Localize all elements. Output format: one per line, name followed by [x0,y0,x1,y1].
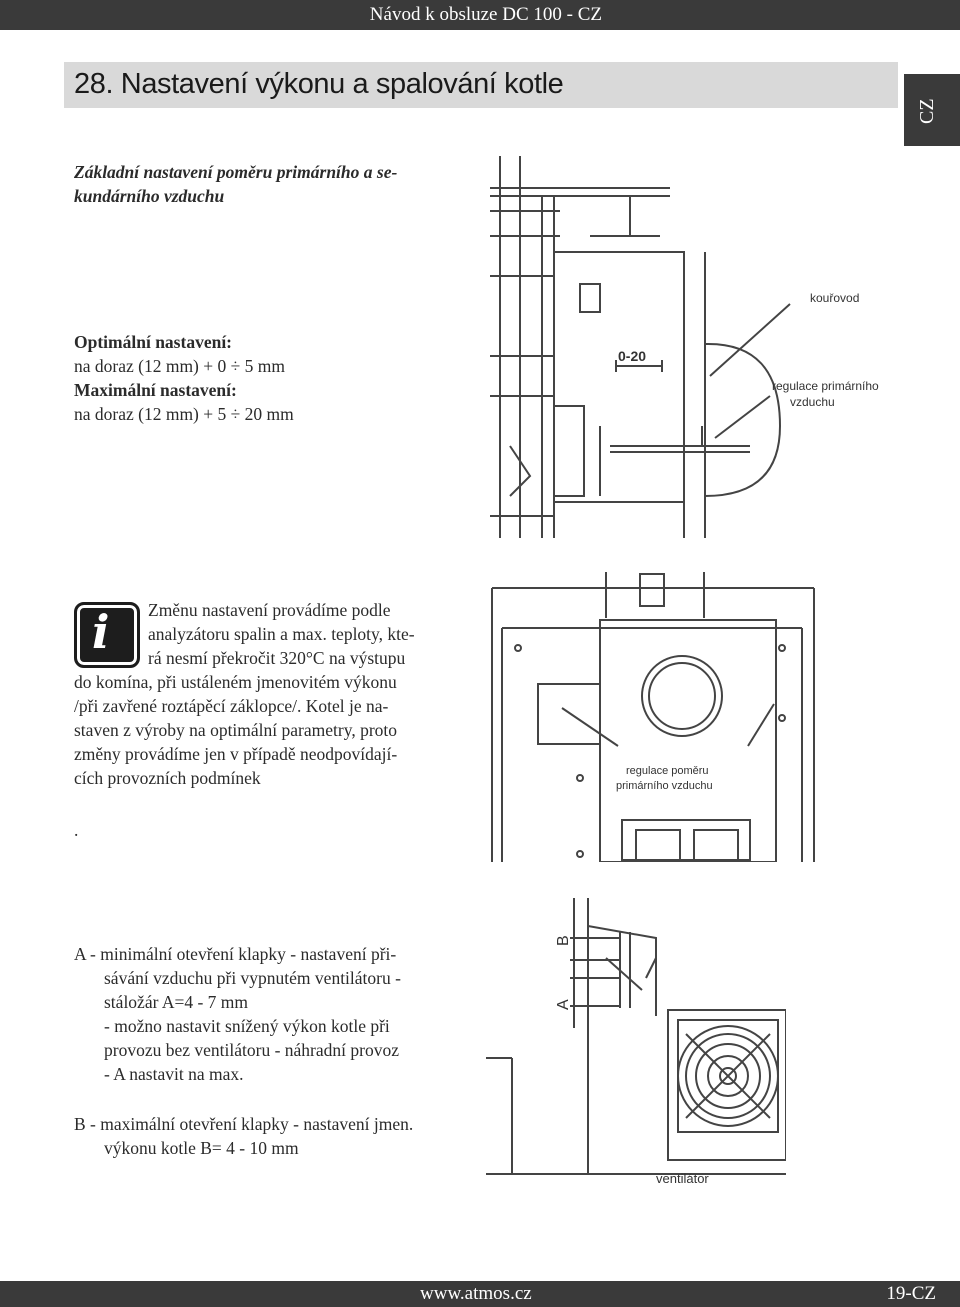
info-line7: změny provádíme jen v případě neodpovída… [74,744,398,764]
fan-flap-drawing: A B ventilátor [486,898,786,1186]
footer-url: www.atmos.cz [420,1283,532,1304]
ratio-label-line2: primárního vzduchu [616,780,713,792]
flap-a-line5: provozu bez ventilátoru - náhradní provo… [104,1040,399,1060]
gap-label: 0-20 [618,348,646,364]
info-line1: Změnu nastavení provádíme podle [148,600,391,620]
language-tab-label: CZ [916,98,938,124]
info-icon: i [74,602,140,668]
max-label: Maximální nastavení: [74,380,237,400]
info-line6: staven z výroby na optimální parametry, … [74,720,398,740]
info-line2: analyzátoru spalin a max. teploty, kte- [148,624,415,644]
page-number: 19-CZ [886,1283,936,1304]
dimension-b-label: B [555,935,572,946]
info-trailing-dot: . [74,820,79,840]
flap-a-line6: - A nastavit na max. [104,1064,244,1084]
flap-b-line1: B - maximální otevření klapky - nastaven… [74,1114,414,1134]
info-line8: cích provozních podmínek [74,768,261,788]
flap-b-line2: výkonu kotle B= 4 - 10 mm [104,1138,299,1158]
ratio-label-line1: regulace poměru [626,765,709,777]
primary-air-label-line2: vzduchu [790,395,835,409]
info-line4: do komína, při ustáleném jmenovitém výko… [74,672,397,692]
header-bar: Návod k obsluze DC 100 - CZ [0,0,960,30]
fan-label: ventilátor [656,1171,709,1186]
flue-label: kouřovod [810,291,859,305]
info-line3: rá nesmí překročit 320°C na výstupu [148,648,406,668]
document-title: Návod k obsluze DC 100 - CZ [369,4,602,25]
flap-a-line2: sávání vzduchu při vypnutém ventilátoru … [104,968,401,988]
dimension-a-label: A [555,999,572,1010]
flap-a-line1: A - minimální otevření klapky - nastaven… [74,944,397,964]
intro-heading-line2: kundárního vzduchu [74,186,225,206]
optimal-value: na doraz (12 mm) + 0 ÷ 5 mm [74,356,285,376]
intro-heading-line1: Základní nastavení poměru primárního a s… [74,162,398,182]
optimal-label: Optimální nastavení: [74,332,233,352]
section-title: 28. Nastavení výkonu a spalování kotle [74,68,564,100]
flap-a-line3: stáložár A=4 - 7 mm [104,992,249,1012]
primary-air-label-line1: regulace primárního [772,379,879,393]
section-heading-bar: 28. Nastavení výkonu a spalování kotle [64,62,898,108]
footer-bar: www.atmos.cz 19-CZ [0,1281,960,1307]
info-line5: /při zavřené roztápěcí záklopce/. Kotel … [74,696,389,716]
language-tab: CZ [904,74,960,146]
air-regulation-section-drawing: kouřovod 0-20 regulace primárního vzduch… [490,156,879,538]
boiler-front-view-drawing: regulace poměru primárního vzduchu [491,572,815,862]
flap-a-line4: - možno nastavit snížený výkon kotle při [104,1016,390,1036]
max-value: na doraz (12 mm) + 5 ÷ 20 mm [74,404,294,424]
